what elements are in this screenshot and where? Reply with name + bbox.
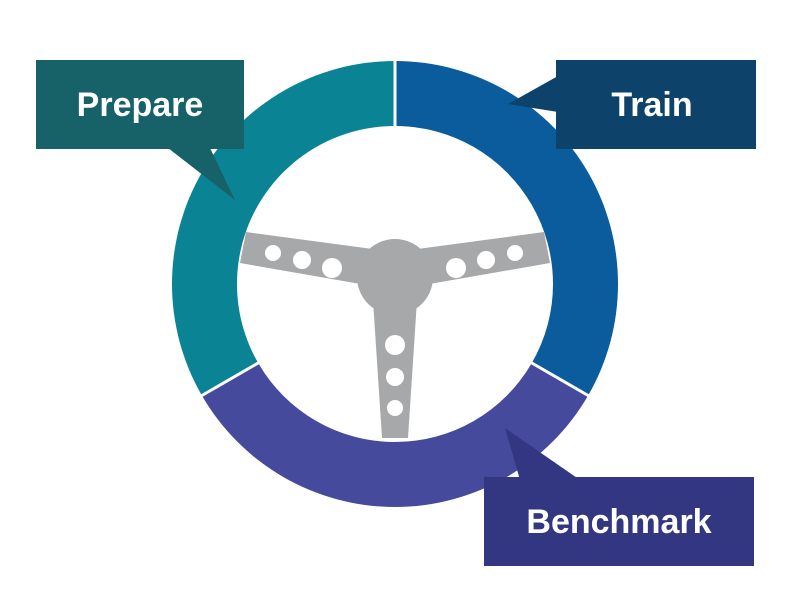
segment-separators	[200, 60, 590, 398]
prepare-callout-pointer	[168, 148, 235, 200]
separator-lower-right	[530, 361, 590, 398]
train-label-box	[556, 60, 756, 149]
benchmark-ring-segment	[201, 363, 589, 507]
spoke-hole	[446, 258, 466, 278]
separator-lower-left	[200, 361, 260, 398]
wheel-hub	[357, 239, 433, 315]
benchmark-label-box	[484, 477, 754, 566]
train-label: Train	[611, 86, 692, 124]
spoke-hole	[387, 400, 403, 416]
left-spoke	[240, 232, 395, 290]
steering-wheel-icon	[240, 232, 550, 438]
spoke-hole	[386, 368, 404, 386]
prepare-label: Prepare	[77, 86, 204, 124]
benchmark-callout: Benchmark	[484, 428, 754, 566]
benchmark-callout-pointer	[505, 428, 580, 480]
prepare-label-box	[36, 60, 244, 149]
spoke-hole	[322, 258, 342, 278]
benchmark-label: Benchmark	[526, 503, 711, 541]
train-callout: Train	[508, 60, 756, 149]
spoke-hole	[293, 251, 311, 269]
spoke-hole	[385, 335, 405, 355]
spoke-hole	[265, 245, 281, 261]
spoke-hole	[477, 251, 495, 269]
train-callout-pointer	[508, 76, 558, 112]
spoke-holes	[265, 245, 523, 416]
spoke-hole	[507, 245, 523, 261]
prepare-callout: Prepare	[36, 60, 244, 200]
bottom-spoke	[372, 285, 418, 438]
